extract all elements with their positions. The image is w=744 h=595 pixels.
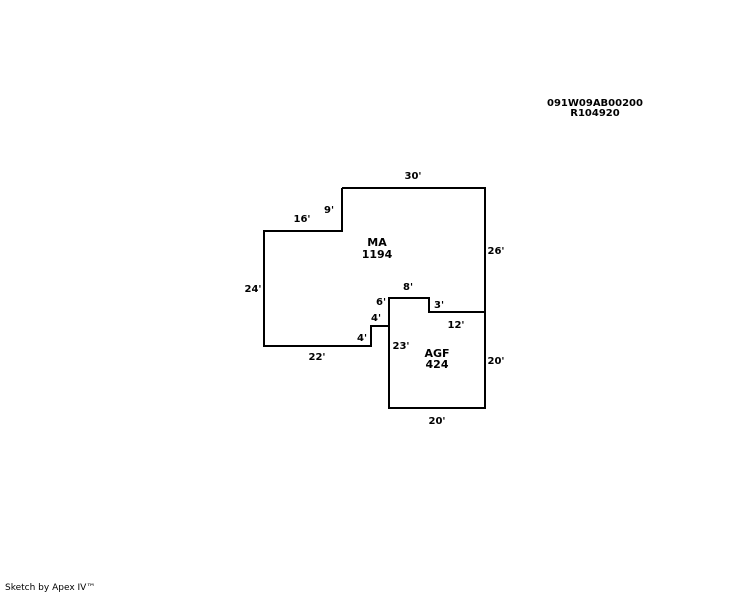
dim-notch-left: 6': [376, 297, 386, 308]
garage-area-code: AGF: [424, 347, 449, 360]
dim-step-vertical: 4': [371, 313, 381, 324]
dim-left: 24': [245, 284, 262, 295]
dim-notch-top: 8': [403, 282, 413, 293]
dim-right-upper: 26': [488, 246, 505, 257]
dim-garage-bottom: 20': [429, 416, 446, 427]
dim-top: 30': [405, 171, 422, 182]
dim-notch-right: 3': [434, 300, 444, 311]
dim-upper-step: 9': [324, 205, 334, 216]
main-area-sqft: 1194: [362, 248, 393, 261]
parcel-account: R104920: [570, 108, 619, 119]
dim-garage-left: 23': [393, 341, 410, 352]
garage-area-sqft: 424: [426, 358, 449, 371]
main-area-code: MA: [367, 236, 387, 249]
sketch-credit: Sketch by Apex IV™: [5, 583, 96, 593]
dim-garage-top: 12': [448, 320, 465, 331]
dim-step-horizontal: 4': [357, 333, 367, 344]
parcel-id: 091W09AB00200: [547, 98, 643, 109]
dim-bottom: 22': [309, 352, 326, 363]
dim-upper-left: 16': [294, 214, 311, 225]
garage-outline: [388, 298, 486, 409]
dim-right-lower: 20': [488, 356, 505, 367]
